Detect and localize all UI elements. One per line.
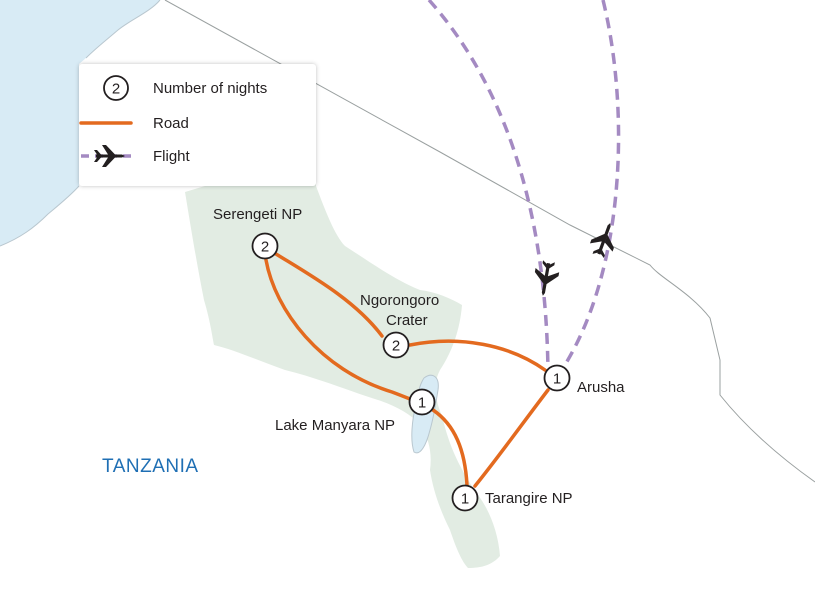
nights-count: 1 [461,491,469,508]
stop-marker-serengeti[interactable]: 2 [251,232,279,260]
country-border [164,0,815,483]
water-body [0,0,160,246]
nights-sample-marker: 2 [103,75,129,101]
legend-flight-label: Flight [153,147,190,165]
stop-marker-tarangire[interactable]: 1 [451,484,479,512]
airplane-icon [534,260,560,296]
legend-nights-label: Number of nights [153,79,268,97]
flight-path-2 [561,0,621,369]
legend-road-label: Road [153,114,189,132]
legend-row-road: Road [79,109,316,137]
shoreline [0,0,161,247]
airplane-icon [589,223,614,259]
legend-row-flight: Flight [79,142,316,170]
stop-label-ngorongoro-line1: Ngorongoro [360,292,439,309]
stop-label-lake-manyara: Lake Manyara NP [275,417,395,434]
flight-line-swatch [81,145,133,167]
nights-count: 1 [418,395,426,412]
road-serengeti-manyara [264,258,412,401]
road-manyara-tarangire [431,408,469,487]
nights-sample-number: 2 [112,81,120,98]
airplane-icon [94,145,125,167]
road-ngorongoro-arusha [408,339,547,372]
flight-path-1 [427,0,550,373]
nights-count: 2 [392,338,400,355]
stop-label-serengeti: Serengeti NP [213,206,302,223]
legend-row-nights: 2 Number of nights [79,74,316,102]
stop-label-tarangire: Tarangire NP [485,490,573,507]
stop-marker-ngorongoro[interactable]: 2 [382,331,410,359]
road-line-swatch [79,121,133,125]
road-network [264,252,550,488]
country-label: TANZANIA [102,456,199,477]
stop-label-arusha: Arusha [577,379,625,396]
map-legend: 2 Number of nights Road Flight [79,64,316,186]
nights-count: 2 [261,239,269,256]
nights-count: 1 [553,371,561,388]
stop-marker-arusha[interactable]: 1 [543,364,571,392]
stop-marker-lake-manyara[interactable]: 1 [408,388,436,416]
road-serengeti-ngorongoro [274,252,384,338]
stop-label-ngorongoro-line2: Crater [386,312,428,329]
road-tarangire-arusha [473,388,550,488]
